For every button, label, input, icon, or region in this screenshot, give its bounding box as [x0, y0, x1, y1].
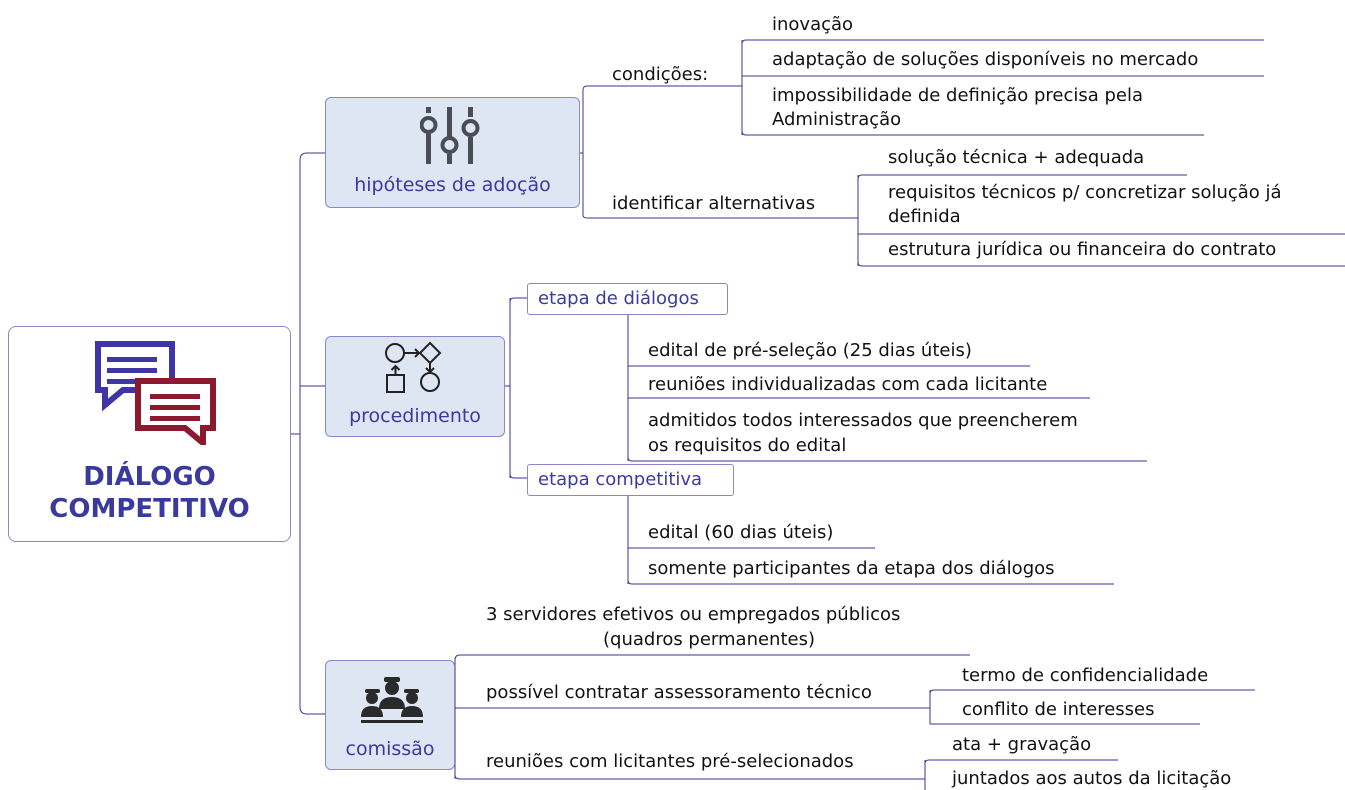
alternativas-item-1: solução técnica + adequada	[888, 147, 1145, 168]
root-title-line2: COMPETITIVO	[49, 494, 250, 524]
condicoes-item-3a: impossibilidade de definição precisa pel…	[772, 85, 1144, 106]
alternativas-label: identificar alternativas	[612, 193, 816, 214]
node-comissao[interactable]: comissão	[325, 660, 455, 770]
servidores-line1: 3 servidores efetivos ou empregados públ…	[486, 604, 901, 625]
chat-bubbles-icon	[95, 341, 216, 445]
condicoes-item-2: adaptação de soluções disponíveis no mer…	[772, 49, 1199, 70]
node-hipoteses[interactable]: hipóteses de adoção	[325, 97, 580, 208]
dialogos-item-3b: os requisitos do edital	[648, 435, 847, 456]
assessoramento-item-1: termo de confidencialidade	[962, 665, 1209, 686]
sliders-icon	[420, 107, 480, 164]
reunioes-label: reuniões com licitantes pré-selecionados	[486, 751, 854, 772]
dialogos-item-1: edital de pré-seleção (25 dias úteis)	[648, 340, 972, 361]
root-node[interactable]: DIÁLOGO COMPETITIVO	[8, 326, 291, 542]
condicoes-item-1: inovação	[772, 14, 854, 35]
alternativas-item-2b: definida	[888, 206, 961, 227]
condicoes-item-3b: Administração	[772, 109, 902, 130]
reunioes-item-1: ata + gravação	[952, 734, 1092, 755]
flowchart-icon	[385, 341, 442, 393]
assessoramento-item-2: conflito de interesses	[962, 699, 1155, 720]
competitiva-item-2: somente participantes da etapa dos diálo…	[648, 558, 1055, 579]
etapa-dialogos[interactable]: etapa de diálogos	[527, 283, 728, 315]
reunioes-item-2: juntados aos autos da licitação	[952, 768, 1232, 789]
node-comissao-label: comissão	[345, 738, 435, 760]
assessoramento-label: possível contratar assessoramento técnic…	[486, 682, 872, 703]
alternativas-item-2a: requisitos técnicos p/ concretizar soluç…	[888, 182, 1282, 203]
etapa-competitiva[interactable]: etapa competitiva	[527, 464, 734, 496]
team-icon	[361, 677, 423, 723]
root-title-line1: DIÁLOGO	[83, 462, 216, 492]
condicoes-label: condições:	[612, 64, 709, 85]
alternativas-item-3: estrutura jurídica ou financeira do cont…	[888, 239, 1277, 260]
node-procedimento-label: procedimento	[349, 405, 481, 427]
servidores-line2: (quadros permanentes)	[603, 629, 816, 650]
dialogos-item-2: reuniões individualizadas com cada licit…	[648, 374, 1048, 395]
node-procedimento[interactable]: procedimento	[325, 336, 505, 437]
dialogos-item-3a: admitidos todos interessados que preench…	[648, 410, 1078, 431]
competitiva-item-1: edital (60 dias úteis)	[648, 522, 834, 543]
node-hipoteses-label: hipóteses de adoção	[354, 174, 551, 196]
